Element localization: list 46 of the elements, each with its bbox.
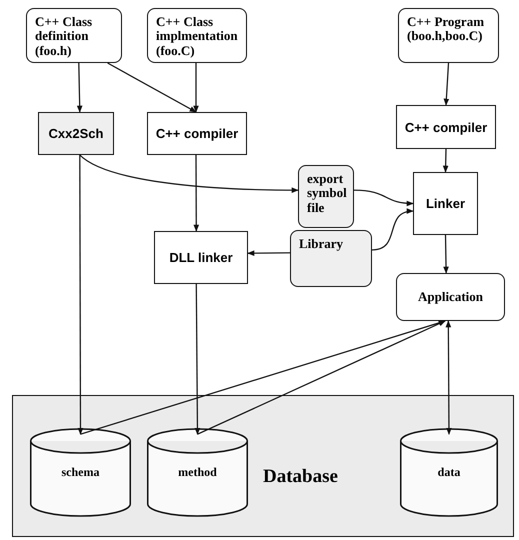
arrow bbox=[442, 148, 448, 173]
database-panel bbox=[12, 395, 514, 537]
node-label: Cxx2Sch bbox=[48, 126, 104, 141]
arrow bbox=[193, 63, 199, 113]
library-box bbox=[290, 230, 372, 287]
compiler-box bbox=[147, 112, 247, 155]
panel-title: Database bbox=[263, 466, 338, 488]
database-cylinder bbox=[400, 429, 498, 516]
node-label: C++ compiler bbox=[404, 120, 488, 134]
database-cylinder bbox=[147, 429, 248, 516]
application-box bbox=[396, 273, 505, 321]
node-label: schema bbox=[62, 465, 100, 480]
node-label: C++ compiler bbox=[156, 126, 238, 141]
source-file-box bbox=[398, 8, 499, 63]
node-label: C++ Class definition (foo.h) bbox=[35, 15, 94, 58]
source-file-box bbox=[26, 8, 122, 63]
arrow bbox=[194, 284, 200, 435]
linker-box bbox=[413, 172, 478, 235]
compiler-box bbox=[396, 105, 496, 149]
arrow bbox=[354, 190, 414, 206]
node-label: C++ Program (boo.h,boo.C) bbox=[407, 15, 486, 44]
arrow bbox=[76, 62, 82, 113]
arrow bbox=[247, 250, 290, 256]
node-label: method bbox=[178, 465, 217, 480]
node-label: DLL linker bbox=[169, 250, 233, 265]
linker-box bbox=[154, 231, 248, 284]
node-label: Application bbox=[418, 289, 483, 305]
arrow bbox=[79, 154, 299, 193]
node-label: data bbox=[438, 465, 460, 480]
arrow bbox=[444, 62, 450, 106]
file-box bbox=[298, 165, 354, 228]
arrow bbox=[443, 234, 449, 274]
source-file-box bbox=[147, 8, 247, 63]
arrow bbox=[78, 155, 84, 435]
node-label: export symbol file bbox=[307, 172, 347, 215]
node-label: Linker bbox=[426, 196, 465, 211]
tool-box bbox=[38, 112, 114, 155]
arrow bbox=[107, 62, 197, 113]
database-cylinder bbox=[30, 429, 131, 516]
arrow bbox=[446, 320, 452, 435]
arrow bbox=[80, 320, 446, 435]
arrow bbox=[197, 320, 446, 435]
node-label: C++ Class implmentation (foo.C) bbox=[156, 15, 238, 58]
arrow bbox=[372, 209, 414, 251]
arrow bbox=[193, 155, 200, 232]
node-label: Library bbox=[299, 237, 344, 252]
